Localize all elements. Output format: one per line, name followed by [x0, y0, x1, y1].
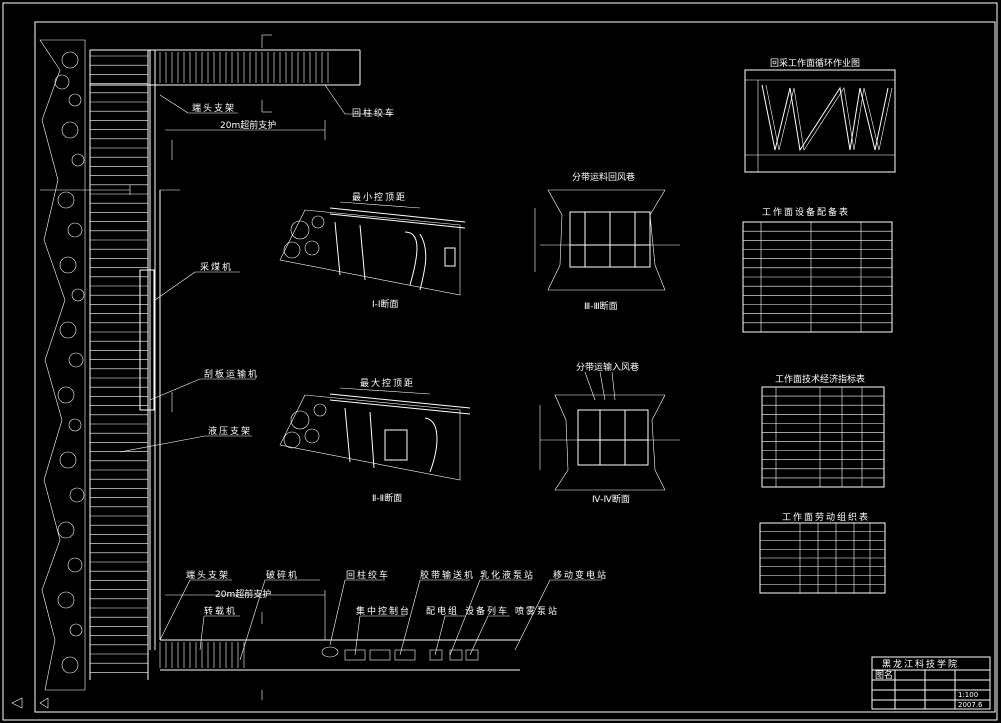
cross-section-2 — [279, 387, 471, 481]
cross-section-3 — [534, 189, 680, 291]
label-shearer: 采煤机 — [200, 261, 233, 273]
inner-frame — [34, 21, 996, 713]
label-advance-support-bottom: 20m超前支护 — [215, 588, 271, 600]
axis-arrow-icon — [11, 697, 23, 709]
title-block-name: 图名 — [875, 669, 893, 681]
labor-org-table — [759, 522, 886, 594]
cycle-chart — [744, 69, 896, 173]
title-block-date: 2007.6 — [958, 701, 983, 709]
tech-index-title: 工作面技术经济指标表 — [775, 373, 865, 385]
label-mobile-substation: 移动变电站 — [553, 569, 608, 581]
label-crusher: 破碎机 — [266, 569, 299, 581]
label-max-control-distance: 最大控顶距 — [360, 377, 415, 389]
label-section-4: Ⅳ-Ⅳ断面 — [592, 493, 630, 505]
label-equipment-train: 设备列车 — [465, 605, 509, 617]
shearer-body — [139, 269, 155, 411]
title-block-scale: 1:100 — [958, 691, 978, 699]
label-belt-conveyor: 胶带输送机 — [420, 569, 475, 581]
label-advance-support-top: 20m超前支护 — [220, 119, 276, 131]
label-hydraulic-support: 液压支架 — [208, 425, 252, 437]
top-roadway-supports — [159, 52, 329, 83]
label-section-1: Ⅰ-Ⅰ断面 — [372, 298, 399, 310]
cross-section-4 — [539, 371, 680, 491]
leader-lines — [119, 84, 602, 661]
equipment-table — [742, 221, 893, 333]
label-min-control-distance: 最小控顶距 — [352, 191, 407, 203]
dimension-lines — [165, 120, 326, 640]
title-block — [871, 656, 991, 710]
school-name: 黑龙江科技学院 — [882, 658, 959, 670]
cross-section-1 — [279, 201, 466, 296]
goaf-rock-zone — [39, 39, 86, 691]
label-power-distribution: 配电组 — [426, 605, 459, 617]
label-intake-airway: 分带运输入风巷 — [576, 361, 639, 373]
section-markers — [171, 34, 272, 700]
face-lines — [40, 49, 520, 671]
label-emulsion-pump-station: 乳化液泵站 — [480, 569, 535, 581]
hydraulic-support-array — [89, 50, 149, 680]
label-tail-support-bottom: 端头支架 — [186, 569, 230, 581]
bottom-roadway-supports — [159, 642, 245, 668]
label-section-2: Ⅱ-Ⅱ断面 — [372, 492, 402, 504]
label-return-winch: 回柱绞车 — [352, 107, 396, 119]
equipment-train — [321, 646, 479, 661]
label-spray-pump-station: 喷雾泵站 — [515, 605, 559, 617]
labor-org-title: 工作面劳动组织表 — [782, 511, 870, 523]
cycle-chart-title: 回采工作面循环作业图 — [770, 57, 860, 69]
equipment-table-title: 工作面设备配备表 — [762, 206, 850, 218]
label-return-winch-bottom: 回柱绞车 — [346, 569, 390, 581]
label-reloader: 转载机 — [204, 605, 237, 617]
tech-index-table — [761, 386, 885, 488]
label-scraper-conveyor: 刮板运输机 — [204, 368, 259, 380]
label-central-console: 集中控制台 — [356, 605, 411, 617]
label-section-3: Ⅲ-Ⅲ断面 — [584, 300, 618, 312]
label-tail-support: 端头支架 — [192, 102, 236, 114]
label-return-airway: 分带运料回风巷 — [572, 171, 635, 183]
axis-triangle-icon — [39, 697, 49, 709]
